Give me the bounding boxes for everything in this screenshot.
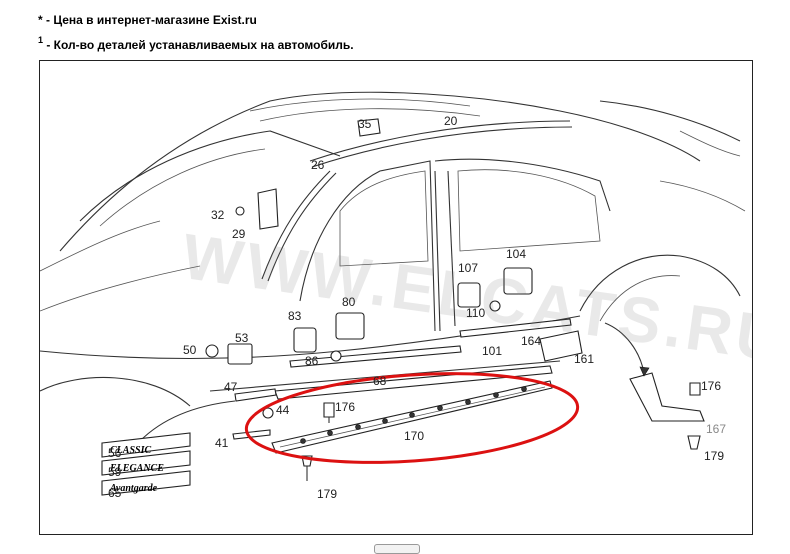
part-label-83[interactable]: 83 (288, 309, 302, 323)
part-label-50[interactable]: 50 (183, 343, 197, 357)
price-note-marker: * (38, 13, 43, 27)
part-label-53[interactable]: 53 (235, 331, 249, 345)
part-label-176-sill[interactable]: 176 (335, 400, 356, 414)
part-label-176-bracket[interactable]: 176 (701, 379, 722, 393)
scroll-handle[interactable] (374, 544, 420, 554)
part-label-170[interactable]: 170 (404, 429, 425, 443)
car-drawing: CLASSIC ELEGANCE Avantgarde (40, 91, 746, 496)
parts-diagram: CLASSIC ELEGANCE Avantgarde WWW.ELCATS.R… (39, 60, 753, 535)
part-label-101[interactable]: 101 (482, 344, 503, 358)
highlight-ellipse (244, 372, 580, 464)
price-note-text: - Цена в интернет-магазине Exist.ru (42, 13, 257, 27)
part-label-26[interactable]: 26 (311, 158, 325, 172)
part-label-164[interactable]: 164 (521, 334, 542, 348)
part-label-167[interactable]: 167 (706, 422, 727, 436)
part-label-44[interactable]: 44 (276, 403, 290, 417)
part-label-110[interactable]: 110 (466, 306, 486, 320)
quantity-note-text: - Кол-во деталей устанавливаемых на авто… (43, 38, 354, 52)
badge-avantgarde: Avantgarde (109, 483, 158, 494)
part-label-20[interactable]: 20 (444, 114, 458, 128)
part-label-59[interactable]: 59 (108, 465, 122, 479)
part-label-80[interactable]: 80 (342, 295, 356, 309)
badge-classic: CLASSIC (110, 445, 151, 456)
part-label-107[interactable]: 107 (458, 261, 479, 275)
part-label-179-bracket[interactable]: 179 (704, 449, 725, 463)
quantity-note: 1 - Кол-во деталей устанавливаемых на ав… (38, 35, 354, 52)
part-label-68[interactable]: 68 (373, 374, 387, 388)
part-label-161[interactable]: 161 (574, 352, 595, 366)
quantity-note-marker: 1 (38, 35, 44, 45)
part-label-56[interactable]: 56 (108, 446, 122, 460)
badge-elegance: ELEGANCE (109, 463, 164, 474)
part-label-41[interactable]: 41 (215, 436, 229, 450)
price-note: * - Цена в интернет-магазине Exist.ru (38, 13, 257, 27)
part-label-29[interactable]: 29 (232, 227, 246, 241)
part-label-86[interactable]: 86 (305, 354, 319, 368)
part-label-32[interactable]: 32 (211, 208, 225, 222)
part-label-65[interactable]: 65 (108, 486, 122, 500)
part-label-179-sill[interactable]: 179 (317, 487, 338, 501)
part-label-104[interactable]: 104 (506, 247, 527, 261)
part-label-47[interactable]: 47 (224, 380, 238, 394)
part-label-35[interactable]: 35 (358, 117, 372, 131)
